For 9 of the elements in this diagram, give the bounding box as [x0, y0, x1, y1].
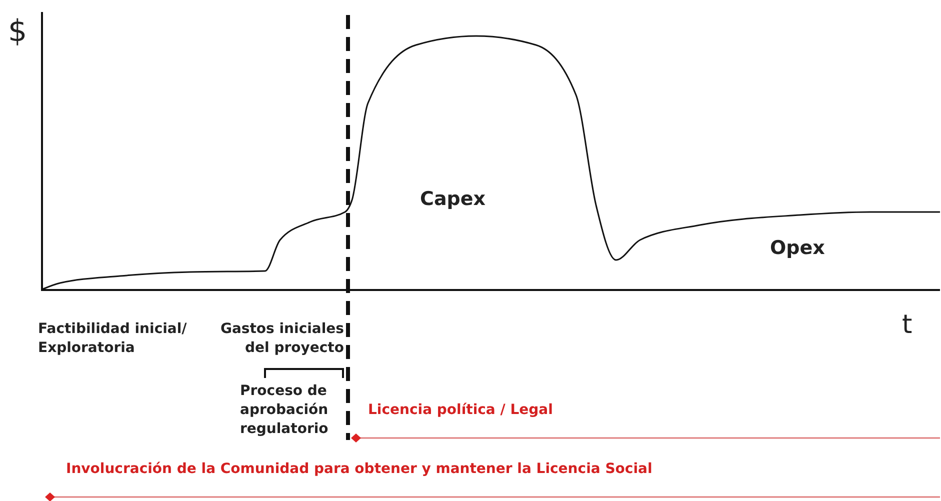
phase-label: Opex	[770, 236, 826, 260]
license-label: Involucración de la Comunidad para obtener y mantener la Licencia Social	[66, 460, 654, 479]
phase-label: Gastos iniciales del proyecto	[219, 320, 344, 358]
license-label: Licencia política / Legal	[368, 401, 554, 420]
phase-label: Capex	[420, 187, 487, 211]
axis-label: $	[8, 14, 28, 49]
phase-label: Factibilidad inicial/ Exploratoria	[38, 320, 188, 358]
axis-label: t	[902, 310, 914, 341]
phase-label: Proceso de aprobación regulatorio	[240, 382, 330, 439]
